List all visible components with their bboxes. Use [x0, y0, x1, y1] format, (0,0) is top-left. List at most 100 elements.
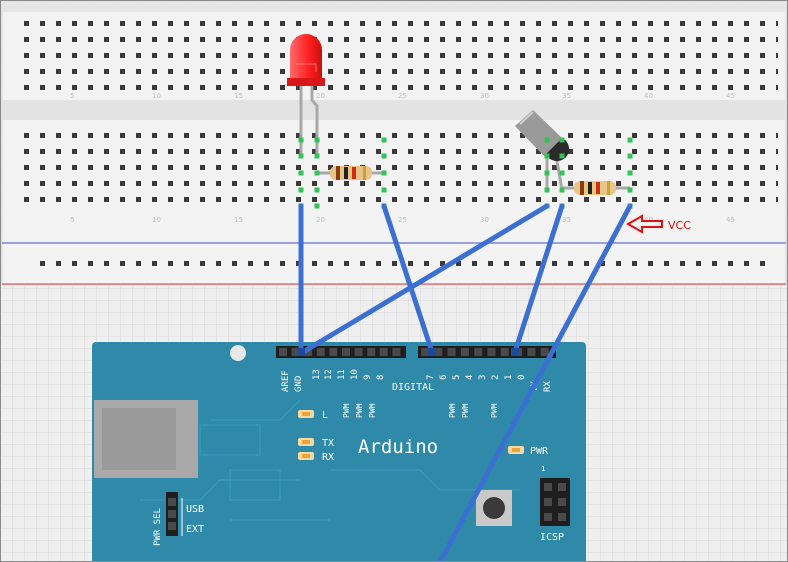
lower-terminal-holes: [18, 126, 778, 210]
header-pin: [447, 348, 456, 356]
header-pin-label: 12: [324, 369, 334, 380]
center-channel: [2, 100, 786, 120]
wire-transistor-to-pin2: [512, 203, 565, 355]
connected-hole: [544, 153, 550, 159]
wires: [298, 203, 633, 562]
header-pin-label: 2: [491, 375, 501, 380]
header-pins: [279, 348, 549, 356]
connected-hole: [544, 170, 550, 176]
connected-hole: [559, 187, 565, 193]
vcc-annotation: VCC: [625, 214, 691, 234]
connected-hole: [559, 153, 565, 159]
connected-hole: [559, 170, 565, 176]
connected-hole: [544, 137, 550, 143]
led-tx-label: TX: [322, 438, 334, 449]
header-pin: [316, 348, 325, 356]
header-pin: [304, 348, 313, 356]
header-pin-label: 9: [363, 375, 373, 380]
column-number: 25: [398, 216, 407, 224]
column-number: 40: [644, 92, 653, 100]
column-number: 15: [234, 216, 243, 224]
column-number: 35: [562, 216, 571, 224]
header-pin: [527, 348, 536, 356]
header-pin: [500, 348, 509, 356]
connected-hole: [627, 137, 633, 143]
pwm-label: PWM: [355, 403, 364, 418]
header-pin: [540, 348, 549, 356]
connected-hole: [381, 153, 387, 159]
led-body: [290, 34, 322, 82]
resistor-2-body: [574, 181, 616, 195]
header-pin: [291, 348, 300, 356]
header-pin: [379, 348, 388, 356]
header-pin-label: 1: [504, 375, 514, 380]
column-number: 35: [562, 92, 571, 100]
header-pin-label: 7: [426, 375, 436, 380]
header-pin-label: 13: [312, 369, 322, 380]
connected-hole: [544, 187, 550, 193]
led-component: [287, 34, 325, 156]
transistor-body: [515, 110, 562, 156]
led-rx-label: RX: [322, 452, 334, 463]
header-pin-label: 5: [452, 375, 462, 380]
led-pwr-label: PWR: [530, 446, 549, 457]
header-pin-label: 8: [376, 375, 386, 380]
connected-hole: [381, 137, 387, 143]
connected-hole: [627, 153, 633, 159]
header-pin: [487, 348, 496, 356]
header-pin: [342, 348, 350, 356]
led-anode-leg: [310, 86, 319, 156]
power-rail-holes: [30, 252, 770, 274]
mounting-hole: [230, 345, 246, 361]
led-l-label: L: [322, 410, 328, 421]
connected-hole: [314, 153, 320, 159]
header-pin: [279, 348, 287, 356]
resistor-2: [562, 181, 630, 195]
connected-hole: [314, 203, 320, 209]
header-pin-label: 3: [478, 375, 488, 380]
connected-hole: [314, 137, 320, 143]
header-pin: [434, 348, 443, 356]
wire-vcc: [437, 203, 633, 562]
pwr-sel-label: PWR SEL: [153, 508, 163, 546]
column-number: 5: [70, 216, 74, 224]
header-pin: [460, 348, 469, 356]
board-pcb: [92, 342, 586, 562]
column-number: 20: [316, 216, 325, 224]
header-pin: [329, 348, 338, 356]
header-pin: [392, 348, 401, 356]
column-number: 25: [398, 92, 407, 100]
breadboard: 5510101515202025253030353540404545505055…: [1, 1, 787, 286]
icsp-pin1-label: 1: [541, 465, 545, 473]
usb-label: USB: [186, 504, 204, 515]
pwm-label: PWM: [461, 403, 470, 418]
wire-end-pin2: [511, 348, 519, 356]
column-number: 45: [726, 92, 735, 100]
pwm-label: PWM: [448, 403, 457, 418]
column-number: 10: [152, 92, 161, 100]
connected-hole: [627, 187, 633, 193]
connected-hole: [314, 170, 320, 176]
column-number: 15: [234, 92, 243, 100]
header-pin: [474, 348, 483, 356]
header-pin: [421, 348, 429, 356]
column-number: 20: [316, 92, 325, 100]
upper-terminal-holes: [18, 14, 778, 94]
vcc-label: VCC: [668, 219, 691, 232]
connected-hole: [627, 170, 633, 176]
column-number: 10: [152, 216, 161, 224]
connected-hole: [298, 137, 304, 143]
pwm-label: PWM: [368, 403, 377, 418]
connected-hole: [298, 170, 304, 176]
ext-label: EXT: [186, 524, 204, 535]
connected-hole: [559, 137, 565, 143]
connected-hole: [381, 187, 387, 193]
wire-transistor-to-gnd: [300, 203, 550, 355]
column-number: 5: [70, 92, 74, 100]
header-pin-label: RX: [543, 381, 553, 392]
resistor-1-body: [330, 166, 372, 180]
wire-end-gnd: [297, 348, 305, 356]
pwm-label: PWM: [342, 403, 351, 418]
connected-hole: [314, 187, 320, 193]
